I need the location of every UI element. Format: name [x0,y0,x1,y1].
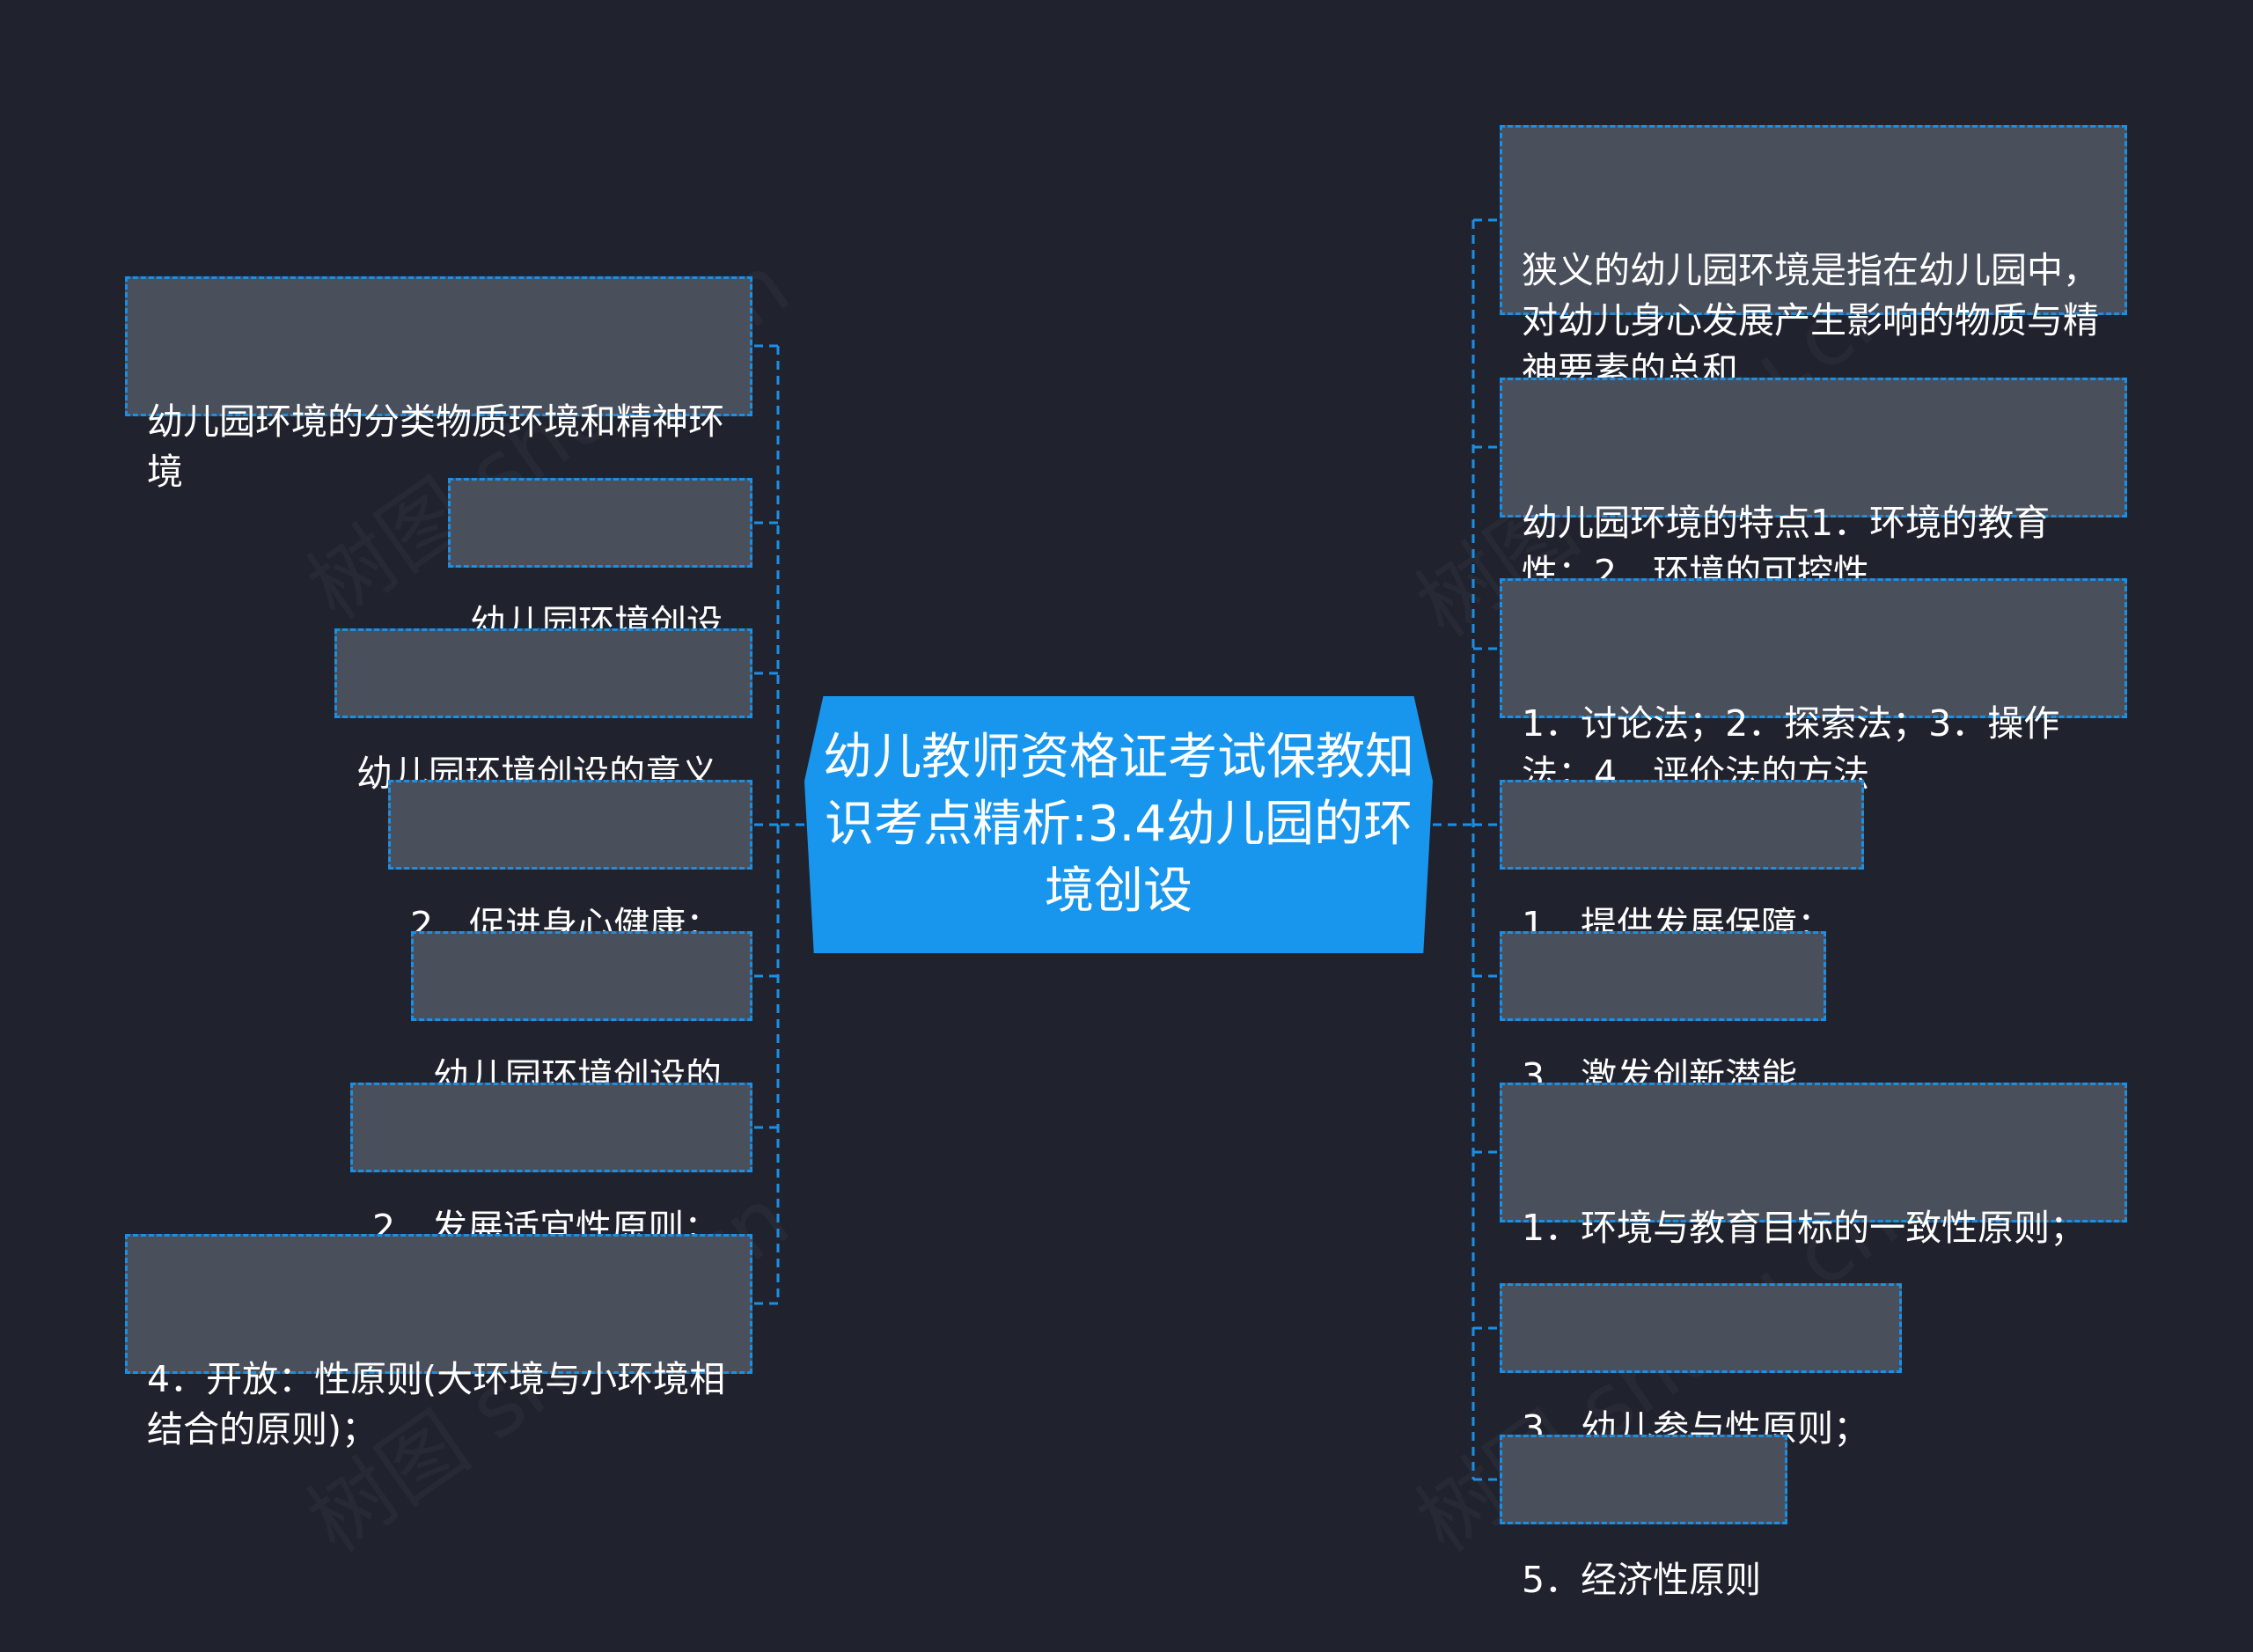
right-node[interactable]: 1．环境与教育目标的一致性原则； [1500,1083,2127,1249]
right-node[interactable]: 3．激发创新潜能 [1500,931,1826,1098]
node-label: 4．开放：性原则(大环境与小环境相结合的原则)； [147,1358,726,1450]
right-node[interactable]: 狭义的幼儿园环境是指在幼儿园中，对幼儿身心发展产生影响的物质与精神要素的总和 [1500,125,2127,392]
node-label: 1．环境与教育目标的一致性原则； [1522,1207,2087,1249]
left-node[interactable]: 幼儿园环境创设的意义 [334,628,752,795]
left-node[interactable]: 幼儿园环境创设的 [411,931,752,1098]
central-topic[interactable]: 幼儿教师资格证考试保教知识考点精析:3.4幼儿园的环境创设 [804,696,1433,953]
left-node[interactable]: 2．发展适宜性原则； [350,1083,752,1249]
node-label: 狭义的幼儿园环境是指在幼儿园中，对幼儿身心发展产生影响的物质与精神要素的总和 [1522,249,2099,392]
right-node[interactable]: 1．提供发展保障； [1500,780,1864,946]
right-node[interactable]: 幼儿园环境的特点1．环境的教育性；2．环境的可控性 [1500,378,2127,594]
right-node[interactable]: 3．幼儿参与性原则； [1500,1283,1902,1450]
right-node[interactable]: 1．讨论法；2．探索法；3．操作法；4．评价法的方法 [1500,578,2127,795]
left-node[interactable]: 4．开放：性原则(大环境与小环境相结合的原则)； [125,1234,752,1450]
left-node[interactable]: 幼儿园环境的分类物质环境和精神环境 [125,276,752,493]
node-label: 5．经济性原则 [1522,1559,1762,1601]
left-node[interactable]: 2．促进身心健康； [388,780,752,946]
central-topic-label: 幼儿教师资格证考试保教知识考点精析:3.4幼儿园的环境创设 [823,729,1414,920]
node-label: 幼儿园环境的分类物质环境和精神环境 [147,400,724,493]
left-node[interactable]: 幼儿园环境创设 [448,478,752,644]
right-node[interactable]: 5．经济性原则 [1500,1435,1787,1601]
